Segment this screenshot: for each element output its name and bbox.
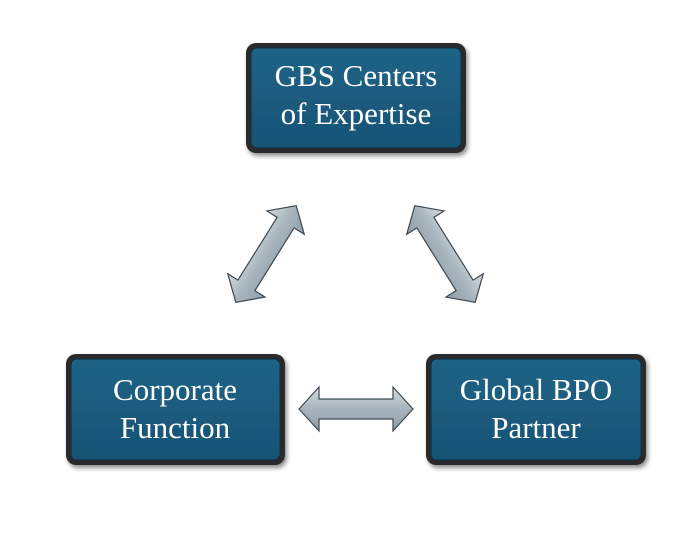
node-gbs-centers-line2: of Expertise bbox=[281, 96, 432, 131]
arrow-gbs-bpo bbox=[395, 193, 495, 315]
node-global-bpo-partner-line1: Global BPO bbox=[460, 372, 612, 407]
node-global-bpo-partner-line2: Partner bbox=[491, 410, 581, 445]
arrow-corporate-bpo bbox=[298, 386, 414, 432]
node-gbs-centers-line1: GBS Centers bbox=[275, 58, 438, 93]
node-global-bpo-partner: Global BPO Partner bbox=[426, 354, 646, 465]
node-corporate-function-line2: Function bbox=[120, 410, 231, 445]
node-corporate-function: Corporate Function bbox=[66, 354, 285, 465]
node-gbs-centers: GBS Centers of Expertise bbox=[246, 43, 466, 153]
node-corporate-function-line1: Corporate bbox=[113, 372, 237, 407]
arrow-gbs-corporate bbox=[216, 193, 316, 315]
